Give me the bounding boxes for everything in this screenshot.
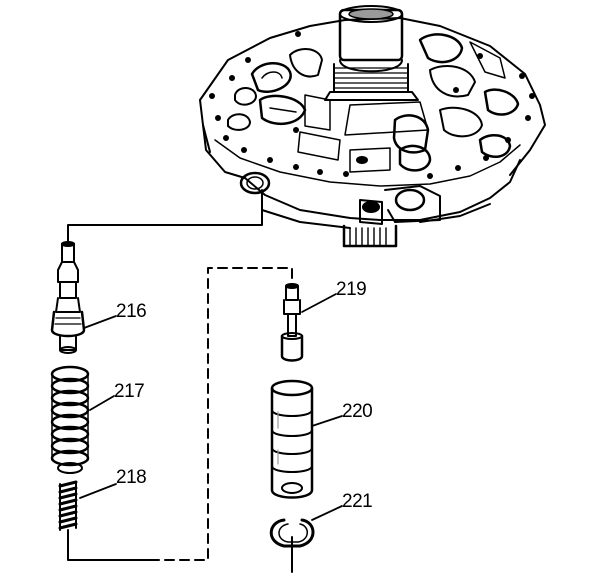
leader-dashed-return — [149, 267, 293, 561]
callout-leader-216 — [83, 315, 117, 329]
part-221-snap-ring — [269, 518, 315, 548]
part-219-valve — [280, 283, 304, 362]
callout-label-220: 220 — [342, 401, 373, 422]
callout-label-218: 218 — [116, 467, 147, 488]
leader-bore-to-216 — [67, 191, 263, 245]
callout-leader-217 — [89, 395, 115, 411]
rim-bolt-holes — [209, 31, 535, 179]
callout-label-219: 219 — [336, 279, 367, 300]
leader-218-bottom — [67, 529, 151, 561]
callout-label-217: 217 — [114, 381, 145, 402]
part-218-small-spring — [58, 480, 78, 531]
callout-leader-221 — [311, 505, 343, 521]
callout-label-216: 216 — [116, 301, 147, 322]
pump-housing — [199, 5, 546, 248]
callout-leaders — [79, 293, 343, 521]
part-216-valve — [50, 241, 86, 354]
callout-label-221: 221 — [342, 491, 373, 512]
callout-leader-218 — [79, 483, 117, 499]
part-217-large-spring — [50, 365, 90, 474]
part-220-sleeve — [270, 379, 314, 499]
callout-leader-219 — [301, 293, 337, 313]
leader-lines — [67, 191, 293, 573]
callout-leader-220 — [311, 415, 343, 427]
